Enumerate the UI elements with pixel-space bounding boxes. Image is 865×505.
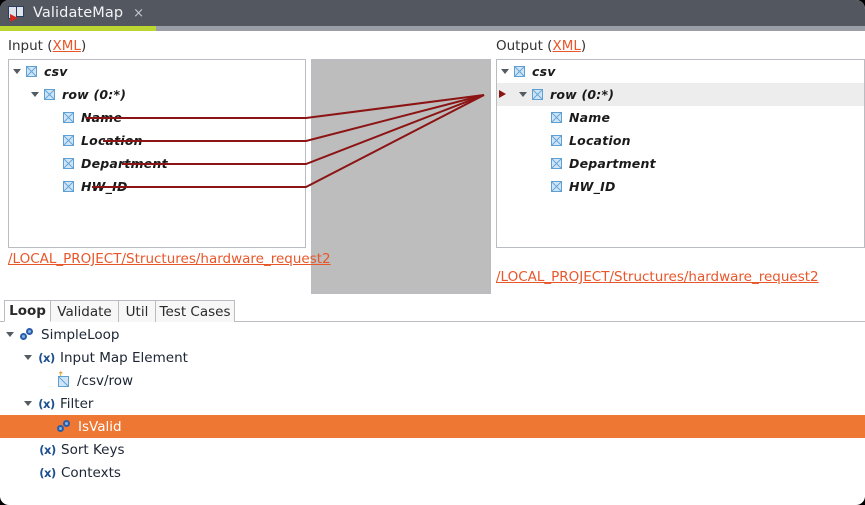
output-tree-label: Department <box>569 156 656 171</box>
loop-tree-row[interactable]: (x) Input Map Element <box>0 346 865 369</box>
loop-tree-row[interactable]: ↑ /csv/row <box>0 369 865 392</box>
loop-tree-label: Input Map Element <box>60 349 188 366</box>
mapping-canvas[interactable] <box>311 59 491 294</box>
tab-label: Validate <box>57 303 112 320</box>
close-icon[interactable]: × <box>133 5 145 21</box>
map-document-icon <box>8 5 24 22</box>
loop-tree-label: /csv/row <box>77 372 134 389</box>
chevron-down-icon[interactable] <box>31 92 39 97</box>
loop-tree-label: Filter <box>60 395 94 412</box>
loop-chain-icon <box>20 327 35 342</box>
chevron-down-icon[interactable] <box>6 332 14 337</box>
tab-util[interactable]: Util <box>118 300 156 322</box>
output-tree-row[interactable]: csv <box>497 60 864 83</box>
schema-element-icon <box>63 112 74 123</box>
loop-tree-label: Sort Keys <box>61 441 125 458</box>
loop-tree-label: IsValid <box>78 418 122 435</box>
output-tree-row[interactable]: Name <box>497 106 864 129</box>
input-tree-row[interactable]: Name <box>9 106 305 129</box>
input-structure-path-link[interactable]: /LOCAL_PROJECT/Structures/hardware_reque… <box>8 251 331 267</box>
schema-element-icon <box>551 135 562 146</box>
tab-loop[interactable]: Loop <box>4 300 51 322</box>
output-xml-link[interactable]: XML <box>552 38 581 54</box>
output-tree-row[interactable]: HW_ID <box>497 175 864 198</box>
output-tree-row[interactable]: row (0:*) <box>497 83 864 106</box>
tab-validate[interactable]: Validate <box>50 300 119 322</box>
editor-tab-validatemap[interactable]: ValidateMap × <box>0 0 156 26</box>
tab-test-cases[interactable]: Test Cases <box>155 300 235 322</box>
function-fx-icon: (x) <box>38 350 55 365</box>
tab-label: Util <box>125 303 149 320</box>
title-bar: ValidateMap × <box>0 0 865 26</box>
tab-label: Test Cases <box>159 303 231 320</box>
schema-element-icon <box>63 135 74 146</box>
input-tree-row[interactable]: row (0:*) <box>9 83 305 106</box>
output-structure-path-link[interactable]: /LOCAL_PROJECT/Structures/hardware_reque… <box>496 269 819 285</box>
bottom-tab-strip: Loop Validate Util Test Cases <box>0 300 865 322</box>
schema-element-icon <box>514 66 525 77</box>
output-tree-label: Name <box>569 110 611 125</box>
output-tree-label: csv <box>532 64 556 79</box>
input-tree-label: row (0:*) <box>62 87 127 102</box>
schema-element-icon <box>551 181 562 192</box>
input-tree-label: Location <box>81 133 143 148</box>
schema-element-icon <box>551 158 562 169</box>
loop-tree-label: Contexts <box>61 464 121 481</box>
output-section-header: Output (XML) <box>496 38 586 54</box>
output-tree-row[interactable]: Location <box>497 129 864 152</box>
input-header-text-end: ) <box>80 38 87 54</box>
input-tree-label: Department <box>81 156 168 171</box>
loop-chain-icon <box>57 419 72 434</box>
active-tab-accent-underline <box>0 26 156 31</box>
tab-strip-baseline <box>156 26 865 31</box>
schema-element-icon <box>63 158 74 169</box>
function-fx-icon: (x) <box>39 442 56 457</box>
input-tree-row[interactable]: Department <box>9 152 305 175</box>
input-tree-label: HW_ID <box>81 179 128 194</box>
loop-tree-row[interactable]: SimpleLoop <box>0 323 865 346</box>
schema-element-icon <box>532 89 543 100</box>
input-section-header: Input (XML) <box>8 38 86 54</box>
input-tree-label: Name <box>81 110 123 125</box>
bottom-tab-baseline <box>0 321 865 322</box>
map-element-icon: ↑ <box>57 371 71 388</box>
input-header-text: Input ( <box>8 38 53 54</box>
loop-tree-row[interactable]: (x) Contexts <box>0 461 865 484</box>
chevron-down-icon[interactable] <box>519 92 527 97</box>
output-tree-label: Location <box>569 133 631 148</box>
chevron-down-icon[interactable] <box>501 69 509 74</box>
editor-tab-label: ValidateMap <box>33 5 124 21</box>
input-xml-link[interactable]: XML <box>52 38 81 54</box>
chevron-down-icon[interactable] <box>24 401 32 406</box>
output-tree-row[interactable]: Department <box>497 152 864 175</box>
schema-element-icon <box>551 112 562 123</box>
output-tree-label: HW_ID <box>569 179 616 194</box>
output-tree-label: row (0:*) <box>550 87 615 102</box>
chevron-down-icon[interactable] <box>13 69 21 74</box>
function-fx-icon: (x) <box>38 396 55 411</box>
schema-element-icon <box>63 181 74 192</box>
output-header-text-end: ) <box>580 38 587 54</box>
loop-tree-row[interactable]: IsValid <box>0 415 865 438</box>
input-tree-row[interactable]: csv <box>9 60 305 83</box>
input-tree-label: csv <box>44 64 68 79</box>
loop-tree-row[interactable]: (x) Filter <box>0 392 865 415</box>
loop-tree-label: SimpleLoop <box>41 326 120 343</box>
output-header-text: Output ( <box>496 38 553 54</box>
tab-label: Loop <box>9 303 46 319</box>
input-tree-row[interactable]: HW_ID <box>9 175 305 198</box>
chevron-down-icon[interactable] <box>24 355 32 360</box>
mapped-marker-icon <box>499 90 506 98</box>
loop-detail-tree[interactable]: SimpleLoop (x) Input Map Element ↑ /csv/row (… <box>0 323 865 497</box>
function-fx-icon: (x) <box>39 465 56 480</box>
input-tree-row[interactable]: Location <box>9 129 305 152</box>
schema-element-icon <box>26 66 37 77</box>
loop-tree-row[interactable]: (x) Sort Keys <box>0 438 865 461</box>
schema-element-icon <box>44 89 55 100</box>
